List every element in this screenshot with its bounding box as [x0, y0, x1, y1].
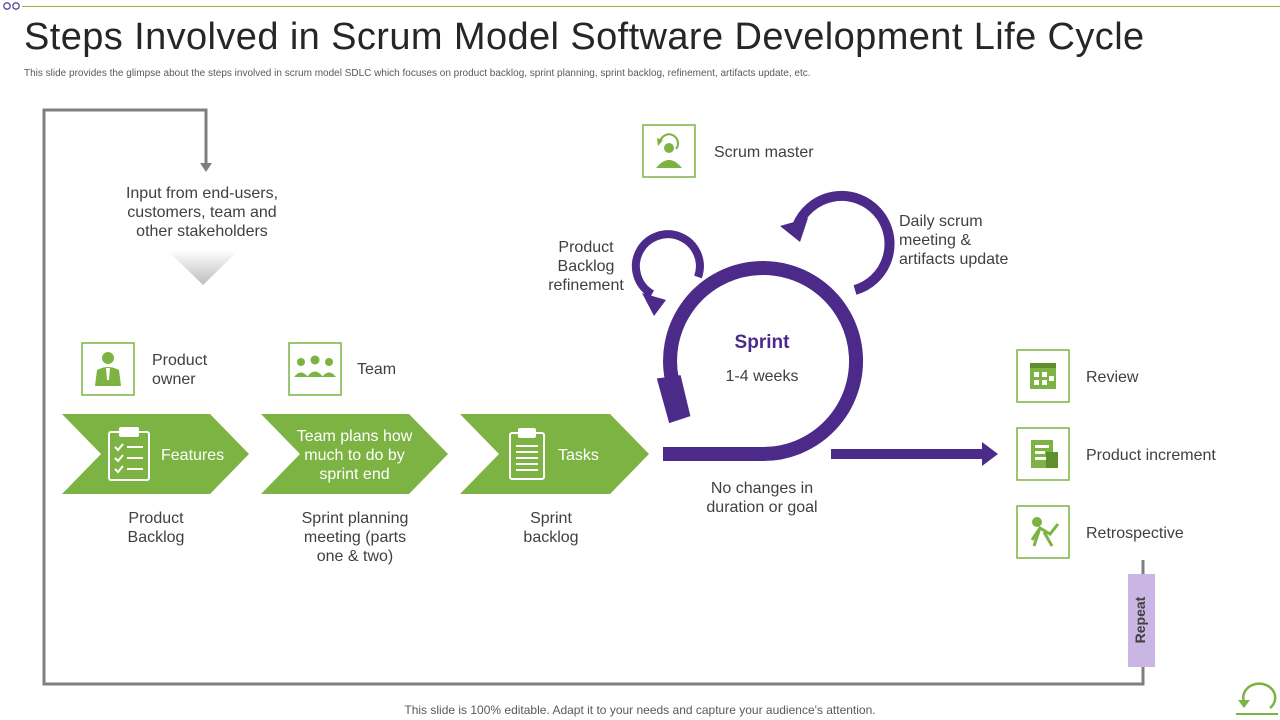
chevron-tasks	[460, 414, 649, 494]
sprint-output-arrow	[831, 442, 998, 466]
product-increment-label: Product increment	[1086, 447, 1216, 464]
sprint-backlog-caption: Sprint backlog	[523, 510, 579, 546]
sprint-cycle	[656, 261, 863, 462]
team-label: Team	[357, 361, 397, 378]
scrum-master-label: Scrum master	[714, 144, 814, 161]
checklist-icon	[108, 427, 150, 481]
scrum-master-icon	[642, 124, 696, 178]
top-dots-icon	[3, 2, 20, 10]
refinement-loop-arrow	[631, 230, 704, 316]
repeat-label: Repeat	[1132, 596, 1148, 644]
cycle-logo-icon	[1236, 682, 1278, 715]
tasks-chevron-label: Tasks	[558, 447, 599, 464]
chevron-team-plans	[261, 414, 448, 494]
daily-scrum-loop-arrow	[780, 190, 895, 295]
team-plans-chevron-label: Team plans how much to do by sprint end	[296, 428, 413, 483]
page-title: Steps Involved in Scrum Model Software D…	[24, 16, 1145, 58]
daily-scrum-label: Daily scrum meeting & artifacts update	[899, 213, 1009, 268]
input-funnel	[167, 250, 239, 285]
sprint-duration: 1-4 weeks	[725, 368, 799, 385]
features-chevron-label: Features	[161, 447, 225, 464]
review-label: Review	[1086, 369, 1139, 386]
retrospective-label: Retrospective	[1086, 525, 1184, 542]
sprint-constraint-label: No changes in duration or goal	[706, 480, 818, 516]
refinement-label: Product Backlog refinement	[548, 239, 624, 294]
review-board-icon	[1016, 349, 1070, 403]
product-backlog-caption: Product Backlog	[127, 510, 185, 546]
top-rule	[22, 6, 1280, 7]
sprint-planning-caption: Sprint planning meeting (parts one & two…	[301, 510, 409, 565]
footer-note: This slide is 100% editable. Adapt it to…	[404, 703, 876, 717]
team-icon	[288, 342, 342, 396]
product-owner-icon	[81, 342, 135, 396]
increment-chart-icon	[1016, 427, 1070, 481]
repeat-bar	[1128, 574, 1155, 667]
sprint-title: Sprint	[734, 332, 790, 353]
page-subtitle: This slide provides the glimpse about th…	[24, 68, 811, 79]
product-owner-label: Product owner	[152, 352, 208, 388]
input-text: Input from end-users, customers, team an…	[125, 185, 279, 240]
retrospective-icon	[1016, 505, 1070, 559]
clipboard-icon	[509, 428, 545, 480]
